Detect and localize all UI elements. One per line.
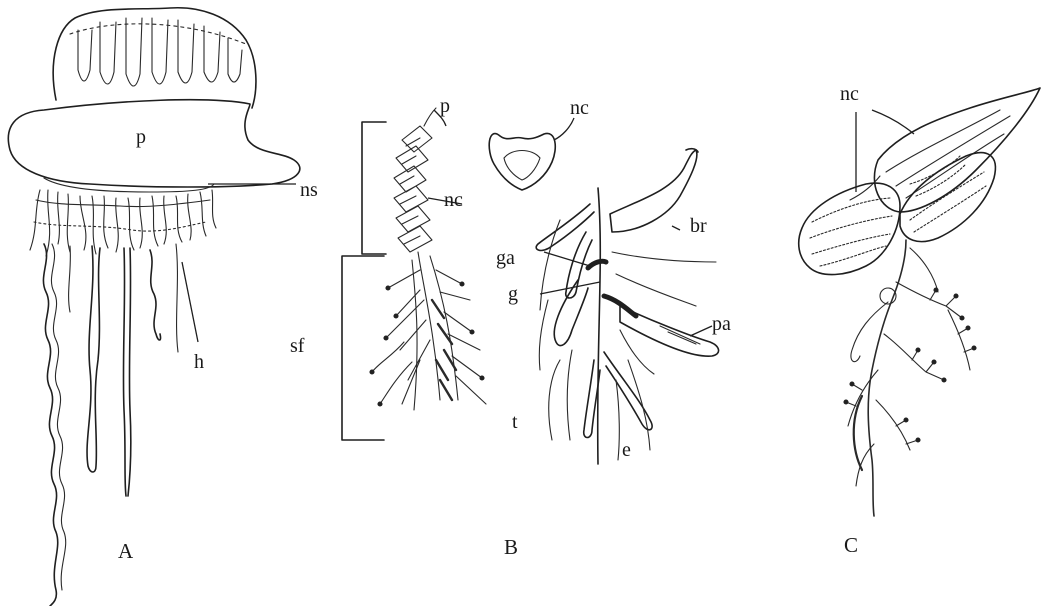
tentacle-mass	[30, 190, 216, 256]
label-h-a: h	[194, 351, 204, 373]
bracket-sf	[342, 256, 384, 440]
nectophore-group	[799, 88, 1040, 275]
nectosome-column	[394, 108, 436, 252]
siphosome	[370, 252, 486, 410]
label-ga: ga	[496, 247, 515, 269]
leader-nc-inset	[554, 118, 574, 140]
label-t-background	[490, 400, 546, 458]
label-p-a: p	[136, 126, 146, 148]
caption-a: A	[118, 539, 134, 563]
leader-ga	[544, 252, 590, 266]
caption-b: B	[504, 535, 518, 559]
caption-c: C	[844, 533, 858, 557]
label-nc-c: nc	[840, 83, 859, 105]
leader-pa	[690, 326, 712, 336]
float-base	[44, 178, 214, 192]
nectophore-inset	[489, 133, 555, 190]
leader-br	[672, 226, 680, 230]
label-g: g	[508, 283, 518, 305]
bracket-ns	[362, 122, 386, 254]
long-tentacle-2	[87, 246, 100, 472]
nectophore-inset-inner	[504, 151, 540, 181]
float-crest-ribs	[78, 18, 242, 86]
pneumatophore-float	[8, 100, 300, 187]
label-br: br	[690, 215, 707, 237]
label-nc-b: nc	[444, 189, 463, 211]
float-crest	[53, 8, 256, 108]
panel-a: p ns h A	[8, 8, 318, 606]
panel-b: p nc sf nc ga g br pa t e B	[290, 95, 731, 559]
label-e: e	[622, 439, 631, 461]
long-tentacle-1b	[51, 244, 65, 590]
long-tentacle-3	[123, 248, 130, 496]
leader-h-a	[182, 262, 198, 342]
long-tentacle-4	[150, 250, 161, 340]
label-pa: pa	[712, 313, 731, 335]
leader-nc-c-2	[872, 110, 914, 134]
label-ns-a: ns	[300, 179, 318, 201]
colony-stem	[844, 240, 976, 516]
label-p-b: p	[440, 95, 450, 117]
cormidium	[536, 149, 718, 464]
label-t: t	[512, 411, 518, 433]
label-nc-inset: nc	[570, 97, 589, 119]
panel-c: nc C	[799, 83, 1040, 557]
label-sf-b: sf	[290, 335, 305, 357]
